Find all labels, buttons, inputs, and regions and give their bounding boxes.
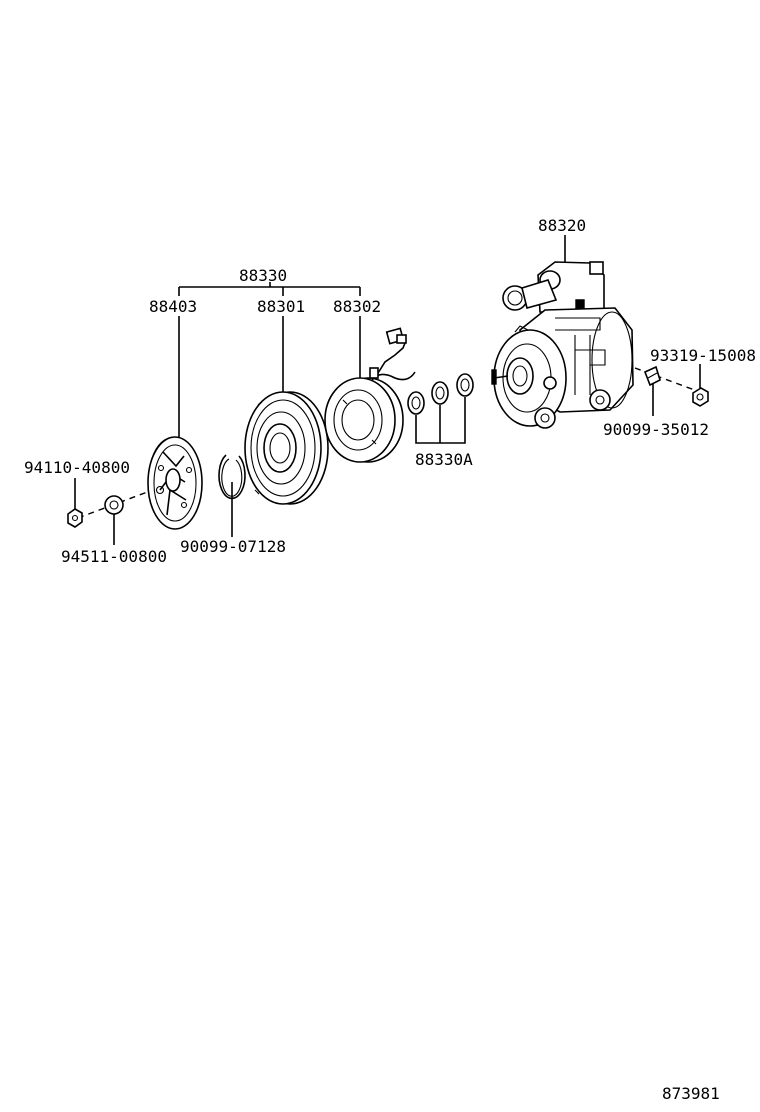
label-90099-35012: 90099-35012 xyxy=(603,420,709,439)
bracket-and-bolt-part xyxy=(634,364,709,416)
label-88330: 88330 xyxy=(239,266,287,285)
label-88302: 88302 xyxy=(333,297,381,316)
label-88403: 88403 xyxy=(149,297,197,316)
label-88301: 88301 xyxy=(257,297,305,316)
label-90099-07128: 90099-07128 xyxy=(180,537,286,556)
label-93319-15008: 93319-15008 xyxy=(650,346,756,365)
assembly-bracket xyxy=(178,282,361,296)
pressure-plate-part xyxy=(147,316,203,530)
compressor-part xyxy=(491,235,634,429)
shims-part xyxy=(407,373,474,444)
pulley-part xyxy=(244,316,329,505)
field-coil-part xyxy=(324,316,416,463)
label-94110-40800: 94110-40800 xyxy=(24,458,130,477)
snap-ring-part xyxy=(218,454,246,537)
label-94511-00800: 94511-00800 xyxy=(61,547,167,566)
label-88320: 88320 xyxy=(538,216,586,235)
diagram-number: 873981 xyxy=(662,1084,720,1103)
label-88330A: 88330A xyxy=(415,450,473,469)
nut-and-washer-part xyxy=(67,478,151,545)
